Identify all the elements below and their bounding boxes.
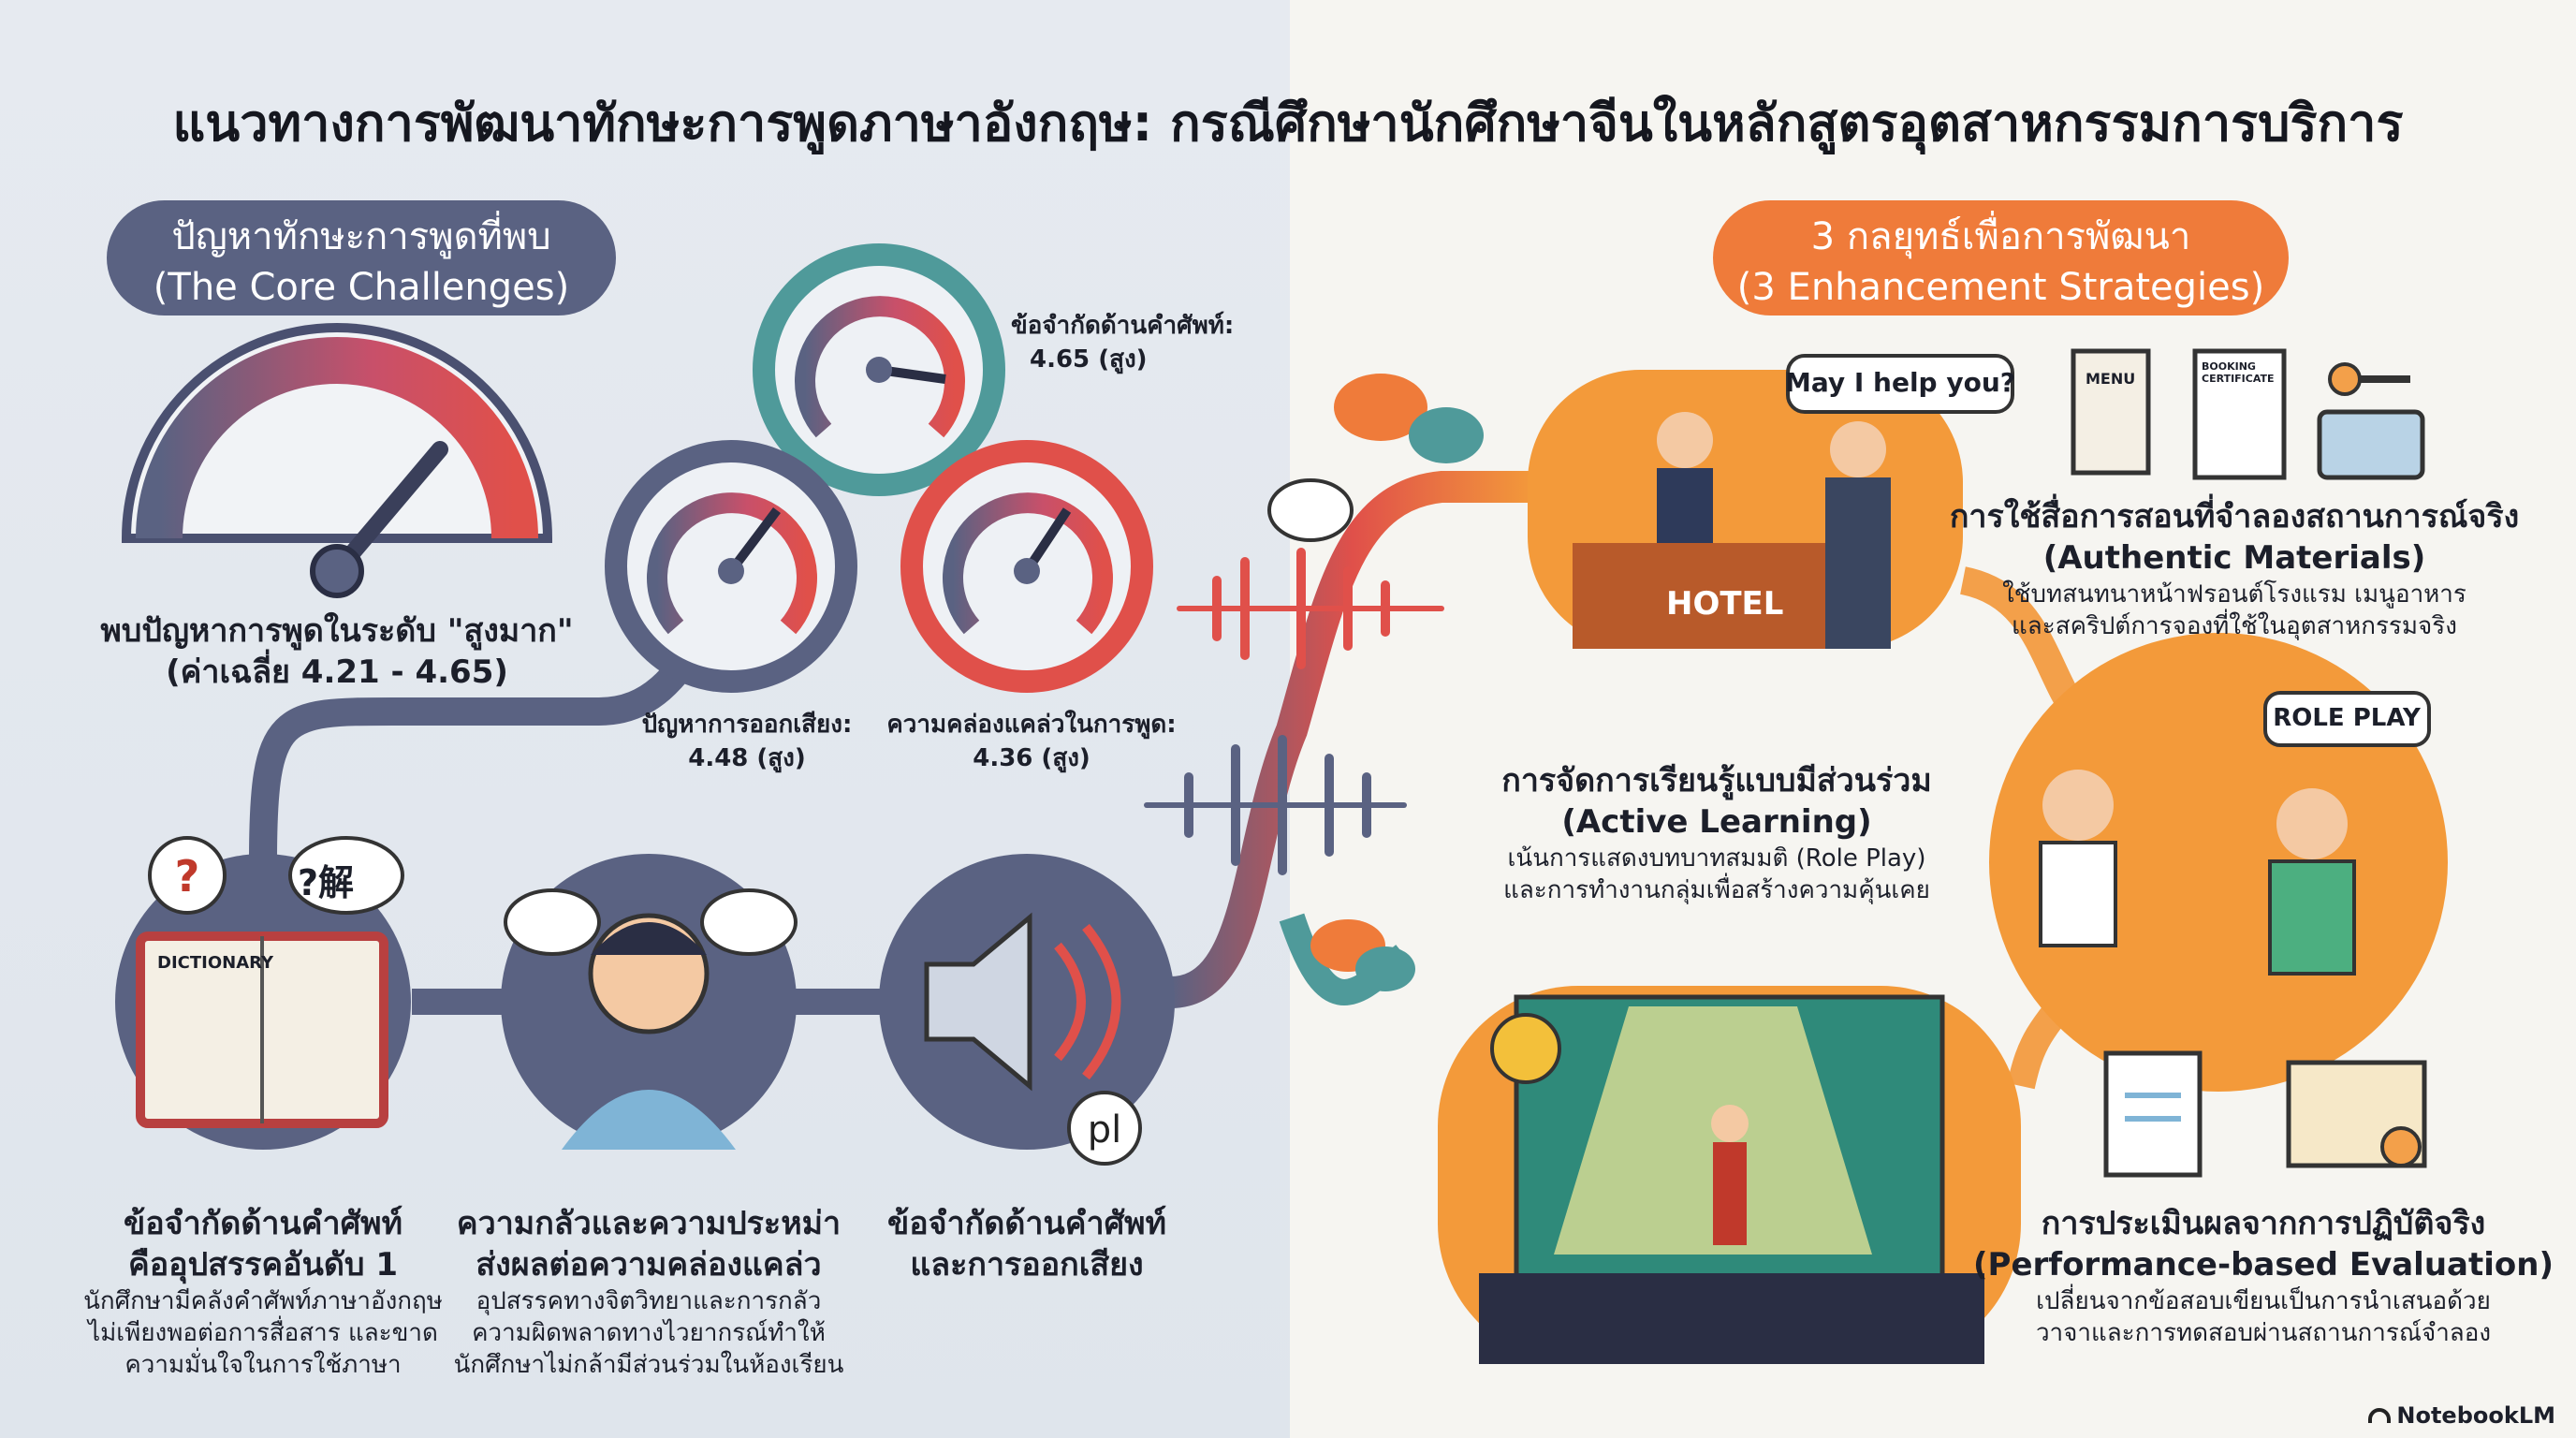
brand-name: NotebookLM [2396,1402,2555,1429]
notebooklm-logo-icon [2368,1408,2392,1423]
gauge-label: ความคล่องแคล่วในการพูด: [886,711,1177,739]
gauge-label-pronunciation: ปัญหาการออกเสียง: 4.48 (สูง) [642,708,853,775]
gauge-value: 4.48 (สูง) [688,744,806,772]
card-desc: อุปสรรคทางจิตวิทยาและการกลัว [476,1287,822,1315]
page-title: แนวทางการพัฒนาทักษะการพูดภาษาอังกฤษ: กรณ… [172,94,2404,153]
card-desc: นักศึกษามีคลังคำศัพท์ภาษาอังกฤษ [83,1287,443,1315]
card-title: ส่งผลต่อความคล่องแคล่ว [476,1246,822,1284]
booking-label: BOOKING CERTIFICATE [2202,360,2275,385]
summary-line1: พบปัญหาการพูดในระดับ "สูงมาก" [100,612,574,650]
speech-text: May I help you? [1784,367,2016,398]
strategy-title: การใช้สื่อการสอนที่จำลองสถานการณ์จริง [1949,498,2520,536]
speech-bubble [1786,354,2014,414]
role-play-illustration [1989,633,2448,1092]
key-icon [2328,362,2410,396]
challenge-card-pronunciation: ข้อจำกัดด้านคำศัพท์ และการออกเสียง [887,1203,1166,1285]
card-desc: ความผิดพลาดทางไวยากรณ์ทำให้ [472,1319,826,1347]
role-play-badge [2263,691,2431,747]
summary-text: พบปัญหาการพูดในระดับ "สูงมาก" (ค่าเฉลี่ย… [100,610,573,693]
dictionary-label: DICTIONARY [157,953,274,973]
strategy-active-learning: การจัดการเรียนรู้แบบมีส่วนร่วม (Active L… [1501,760,1932,906]
gauge-label: ข้อจำกัดด้านคำศัพท์: [1011,312,1235,340]
award-badge-icon [1490,1013,1561,1084]
svg-text:pl: pl [1088,1108,1122,1152]
notebooklm-brand: NotebookLM [2368,1402,2555,1429]
challenges-header-en: (The Core Challenges) [153,266,570,309]
strategy-authentic-materials: การใช้สื่อการสอนที่จำลองสถานการณ์จริง (A… [1950,496,2519,642]
speaker-icon: pl [879,854,1175,1166]
big-gauge-icon [121,323,553,598]
gauge-fluency-icon [900,440,1153,693]
card-desc: นักศึกษาไม่กล้ามีส่วนร่วมในห้องเรียน [453,1351,844,1379]
strategy-title: การจัดการเรียนรู้แบบมีส่วนร่วม [1501,762,1932,800]
menu-label: MENU [2086,370,2136,388]
keycard-icon [2317,409,2425,480]
challenge-card-vocabulary: ข้อจำกัดด้านคำศัพท์ คืออุปสรรคอันดับ 1 น… [83,1203,443,1381]
strategies-header-th: 3 กลยุทธ์เพื่อการพัฒนา [1810,215,2191,258]
card-title: ข้อจำกัดด้านคำศัพท์ [124,1205,402,1242]
stage-presentation-illustration [1438,986,2021,1364]
card-desc: ความมั่นใจในการใช้ภาษา [124,1351,402,1379]
card-desc: ไม่เพียงพอต่อการสื่อสาร และขาด [88,1319,438,1347]
booking-certificate-icon [2192,348,2287,480]
gauge-label: ปัญหาการออกเสียง: [641,711,853,739]
gauge-vocabulary-icon [753,243,1005,496]
strategy-title: การประเมินผลจากการปฏิบัติจริง [2041,1205,2486,1242]
gauge-label-vocabulary: ข้อจำกัดด้านคำศัพท์: 4.65 (สูง) [1011,309,1234,376]
chat-bubble-icon [1267,374,1484,991]
summary-line2: (ค่าเฉลี่ย 4.21 - 4.65) [166,653,508,691]
card-title: และการออกเสียง [910,1246,1144,1284]
card-title: คืออุปสรรคอันดับ 1 [127,1246,398,1284]
connector-path [1168,471,1535,1008]
bubble-char: ?解 [298,862,355,903]
menu-card-icon [2071,348,2151,476]
anxious-student-icon [501,854,798,1150]
gauge-label-fluency: ความคล่องแคล่วในการพูด: 4.36 (สูง) [886,708,1176,775]
card-title: ความกลัวและความประหม่า [456,1205,842,1242]
dictionary-book-icon: ? [115,836,411,1150]
challenge-card-anxiety: ความกลัวและความประหม่า ส่งผลต่อความคล่อง… [454,1203,844,1381]
strategy-desc: และการทำงานกลุ่มเพื่อสร้างความคุ้นเคย [1503,876,1930,904]
strategy-desc: เปลี่ยนจากข้อสอบเขียนเป็นการนำเสนอด้วย [2036,1287,2491,1315]
strategy-title-en: (Active Learning) [1561,803,1872,841]
sound-wave-icon [1144,735,1407,875]
strategy-desc: และสคริปต์การจองที่ใช้ในอุตสาหกรรมจริง [2012,612,2457,640]
strategy-title-en: (Authentic Materials) [2042,539,2426,577]
role-play-text: ROLE PLAY [2273,704,2421,732]
hotel-reception-illustration [1528,370,1963,649]
strategy-performance-evaluation: การประเมินผลจากการปฏิบัติจริง (Performan… [1973,1203,2554,1349]
strategies-header-en: (3 Enhancement Strategies) [1736,266,2265,309]
certificate-icon [2286,1060,2427,1168]
strategy-desc: ใช้บทสนทนาหน้าฟรอนต์โรงแรม เมนูอาหาร [2002,580,2466,609]
strategy-desc: วาจาและการทดสอบผ่านสถานการณ์จำลอง [2035,1319,2492,1347]
gauge-value: 4.36 (สูง) [973,744,1090,772]
gauge-value: 4.65 (สูง) [1030,345,1148,374]
document-icon [2103,1050,2203,1178]
gauge-pronunciation-icon [605,440,857,693]
svg-text:?: ? [175,851,200,902]
strategy-desc: เน้นการแสดงบทบาทสมมติ (Role Play) [1507,844,1926,873]
card-title: ข้อจำกัดด้านคำศัพท์ [887,1205,1166,1242]
strategies-header: 3 กลยุทธ์เพื่อการพัฒนา (3 Enhancement St… [1713,200,2289,315]
challenges-header: ปัญหาทักษะการพูดที่พบ (The Core Challeng… [107,200,616,315]
strategy-title-en: (Performance-based Evaluation) [1972,1246,2554,1284]
hotel-sign: HOTEL [1666,585,1784,623]
sound-wave-icon [1177,548,1444,669]
challenges-header-th: ปัญหาทักษะการพูดที่พบ [171,215,551,258]
